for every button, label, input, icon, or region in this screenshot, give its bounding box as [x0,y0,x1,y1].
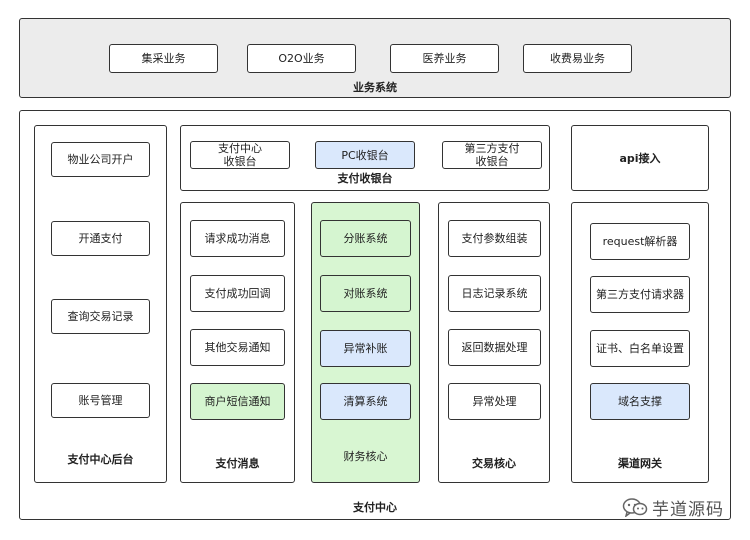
watermark-text: 芋道源码 [652,499,724,520]
finance-item-exception-fix: 异常补账 [320,330,411,367]
admin-item-open-account: 物业公司开户 [51,142,150,177]
gateway-item-cert-whitelist: 证书、白名单设置 [590,330,690,367]
admin-item-account-manage: 账号管理 [51,383,150,418]
gateway-item-domain-support: 域名支撑 [590,383,690,420]
trade-item-param-assemble: 支付参数组装 [448,220,541,257]
message-item-pay-callback: 支付成功回调 [190,275,285,312]
business-item-yiyang: 医养业务 [390,44,499,73]
business-item-o2o: O2O业务 [247,44,356,73]
admin-item-enable-payment: 开通支付 [51,221,150,256]
business-system-title: 业务系统 [353,81,397,94]
cashier-item-center: 支付中心 收银台 [190,141,290,169]
admin-panel-title: 支付中心后台 [67,453,134,466]
trade-panel-title: 交易核心 [472,457,516,470]
payment-center-title: 支付中心 [353,501,397,514]
trade-item-log-system: 日志记录系统 [448,275,541,312]
cashier-panel-title: 支付收银台 [337,172,393,185]
watermark: 芋道源码 [622,496,724,520]
wechat-icon [622,497,648,518]
admin-item-query-records: 查询交易记录 [51,299,150,334]
trade-item-return-data: 返回数据处理 [448,329,541,366]
business-item-shoufeiyi: 收费易业务 [523,44,632,73]
gateway-item-third-party-requester: 第三方支付请求器 [590,276,690,313]
gateway-item-request-parser: request解析器 [590,223,690,260]
finance-item-split: 分账系统 [320,220,411,257]
cashier-item-pc: PC收银台 [315,141,415,169]
message-item-sms-notice: 商户短信通知 [190,383,285,420]
api-panel [571,125,709,191]
message-item-request-success: 请求成功消息 [190,220,285,257]
message-item-other-notice: 其他交易通知 [190,329,285,366]
trade-item-exception: 异常处理 [448,383,541,420]
finance-panel-title: 财务核心 [343,450,388,463]
finance-item-reconcile: 对账系统 [320,275,411,312]
business-item-jicai: 集采业务 [109,44,218,73]
gateway-panel-title: 渠道网关 [618,457,662,470]
message-panel-title: 支付消息 [215,457,260,470]
cashier-item-third-party: 第三方支付 收银台 [442,141,542,169]
api-panel-title: api接入 [619,152,661,165]
finance-item-clearing: 清算系统 [320,383,411,420]
